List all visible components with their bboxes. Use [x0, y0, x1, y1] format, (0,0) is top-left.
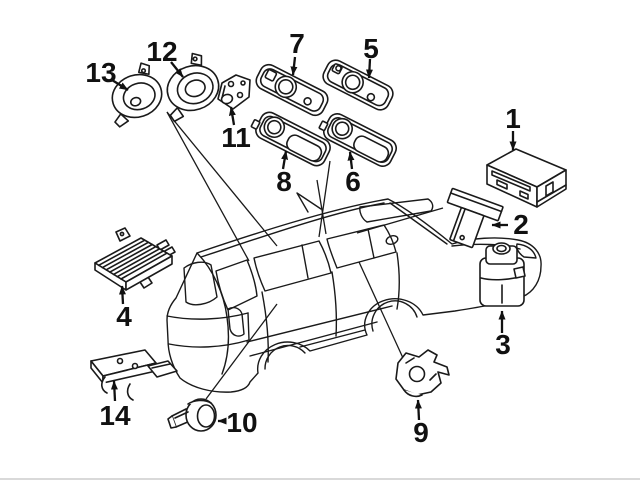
part-12-door-speaker: [166, 52, 220, 123]
part-1-radio-unit: [486, 148, 567, 208]
callout-label-10: 10: [226, 407, 257, 438]
part-11-mounting-plate: [217, 74, 251, 110]
callout-labels: 1 2 3 4 5 6 7 8 9 10 11 12 13 14: [85, 28, 528, 448]
part-10-tweeter: [167, 398, 217, 432]
callout-label-13: 13: [85, 57, 116, 88]
callout-label-6: 6: [345, 166, 361, 197]
part-9-speaker-bracket: [395, 349, 450, 398]
callout-arrows: [110, 56, 517, 425]
callout-label-5: 5: [363, 33, 379, 64]
callout-label-12: 12: [146, 36, 177, 67]
callout-label-3: 3: [495, 329, 511, 360]
callout-label-11: 11: [221, 122, 251, 153]
part-14-antenna-module: [90, 349, 178, 401]
part-4-amplifier: [94, 227, 176, 291]
callout-label-4: 4: [116, 301, 132, 332]
callout-label-7: 7: [289, 28, 305, 59]
leader-lines: [166, 111, 444, 400]
part-3-module-canister: [479, 242, 526, 307]
part-5-grille-plate: [322, 59, 394, 111]
callout-label-9: 9: [413, 417, 429, 448]
part-6-speaker-panel: [318, 113, 398, 167]
part-7-grille-plate: [255, 63, 329, 117]
callout-label-1: 1: [505, 103, 521, 134]
car-body-outline: [166, 192, 542, 393]
callout-label-2: 2: [513, 209, 529, 240]
callout-label-14: 14: [99, 400, 131, 431]
part-2-bracket: [446, 187, 504, 249]
image-bottom-border: [0, 478, 640, 480]
callout-label-8: 8: [276, 166, 292, 197]
part-8-speaker-panel: [250, 111, 331, 167]
